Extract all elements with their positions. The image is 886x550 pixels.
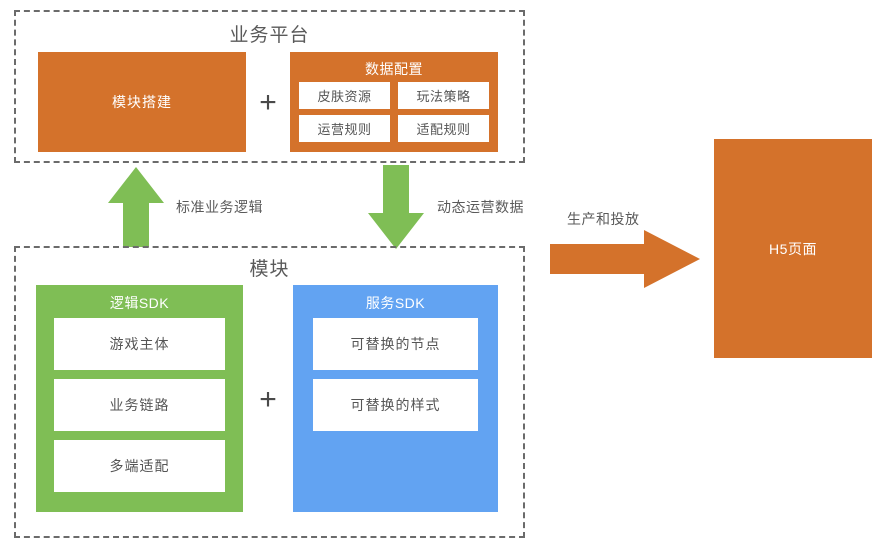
logic-sdk-item-list: 游戏主体 业务链路 多端适配 bbox=[54, 318, 225, 492]
service-sdk-item-replaceable-style: 可替换的样式 bbox=[313, 379, 478, 431]
data-config-box: 数据配置 皮肤资源 玩法策略 运营规则 适配规则 bbox=[290, 52, 498, 152]
service-sdk-box: 服务SDK 可替换的节点 可替换的样式 bbox=[293, 285, 498, 512]
service-sdk-title: 服务SDK bbox=[365, 295, 426, 311]
logic-sdk-box: 逻辑SDK 游戏主体 业务链路 多端适配 bbox=[36, 285, 243, 512]
logic-sdk-item-business-chain: 业务链路 bbox=[54, 379, 225, 431]
plus-sign-platform: + bbox=[259, 86, 277, 119]
service-sdk-item-list: 可替换的节点 可替换的样式 bbox=[313, 318, 478, 431]
service-sdk-item-replaceable-node: 可替换的节点 bbox=[313, 318, 478, 370]
data-config-chip-grid: 皮肤资源 玩法策略 运营规则 适配规则 bbox=[299, 82, 489, 142]
h5-page-box: H5页面 bbox=[714, 139, 872, 358]
chip-adaptation-rule: 适配规则 bbox=[398, 115, 489, 142]
produce-and-deliver-label: 生产和投放 bbox=[567, 211, 640, 227]
business-platform-title: 业务平台 bbox=[229, 25, 310, 46]
logic-sdk-title: 逻辑SDK bbox=[109, 295, 170, 311]
h5-page-label: H5页面 bbox=[769, 240, 817, 257]
business-platform-group: 业务平台 bbox=[14, 10, 525, 163]
up-arrow-icon bbox=[108, 167, 164, 247]
chip-gameplay-strategy: 玩法策略 bbox=[398, 82, 489, 109]
chip-operation-rule: 运营规则 bbox=[299, 115, 390, 142]
chip-skin-resource: 皮肤资源 bbox=[299, 82, 390, 109]
logic-sdk-item-multi-terminal: 多端适配 bbox=[54, 440, 225, 492]
module-group-title: 模块 bbox=[249, 259, 290, 280]
right-arrow-icon bbox=[550, 230, 700, 288]
plus-sign-module: + bbox=[259, 383, 277, 416]
module-group: 模块 bbox=[14, 246, 525, 538]
module-build-label: 模块搭建 bbox=[112, 94, 172, 110]
dynamic-operation-data-label: 动态运营数据 bbox=[437, 199, 524, 215]
logic-sdk-item-game-body: 游戏主体 bbox=[54, 318, 225, 370]
data-config-title: 数据配置 bbox=[365, 61, 423, 77]
down-arrow-icon bbox=[368, 165, 424, 249]
standard-business-logic-label: 标准业务逻辑 bbox=[176, 199, 263, 215]
module-build-box: 模块搭建 bbox=[38, 52, 246, 152]
